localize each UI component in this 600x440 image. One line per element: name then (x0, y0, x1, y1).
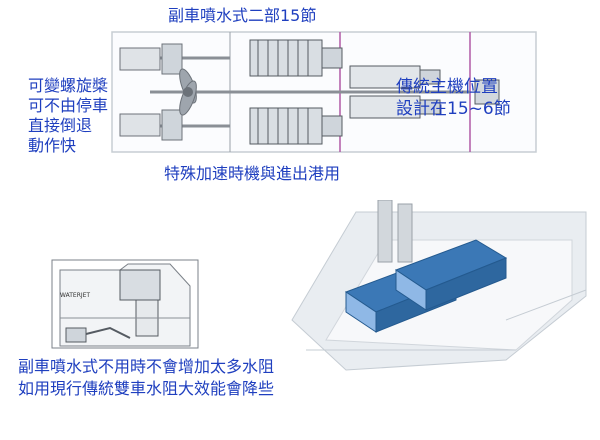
waterjet-unit-top (119, 43, 183, 75)
waterjet-tag: WATERJET (60, 292, 91, 299)
main-engine-lower (349, 95, 441, 119)
side-engine-bottom (249, 107, 343, 145)
engine-room-illustration (291, 199, 587, 371)
bottom-note-line: 副車噴水式不用時不會增加太多水阻 (18, 357, 275, 376)
propeller-icon (179, 68, 197, 116)
waterjet-unit-bottom (119, 109, 183, 141)
left-note: 可變螺旋槳 可不由停車 直接倒退 動作快 (28, 76, 148, 156)
left-note-line: 直接倒退 (28, 116, 93, 135)
hull-cross-section: WATERJET (50, 258, 200, 350)
left-note-line: 可不由停車 (28, 96, 109, 115)
waterjet-section-diagram (51, 259, 199, 349)
top-title: 副車噴水式二部15節 (168, 6, 317, 25)
top-engine-schematic (110, 28, 540, 160)
middle-caption: 特殊加速時機與進出港用 (164, 164, 341, 183)
engine-plan-view (111, 31, 537, 153)
main-engine-upper (349, 65, 441, 89)
right-note-line: 傳統主機位置 (396, 77, 498, 97)
engine-room-render (286, 199, 596, 372)
left-note-line: 可變螺旋槳 (28, 76, 109, 95)
right-note: 傳統主機位置 設計在15~6節 (396, 76, 596, 120)
engine-3d-right (394, 239, 508, 311)
gearbox (474, 79, 500, 105)
left-note-line: 動作快 (28, 136, 77, 155)
bottom-note: 副車噴水式不用時不會增加太多水阻 如用現行傳統雙車水阻大效能會降些 (18, 356, 348, 400)
bottom-note-line: 如用現行傳統雙車水阻大效能會降些 (18, 379, 275, 398)
side-engine-top (249, 39, 343, 77)
right-note-line: 設計在15~6節 (396, 99, 511, 119)
